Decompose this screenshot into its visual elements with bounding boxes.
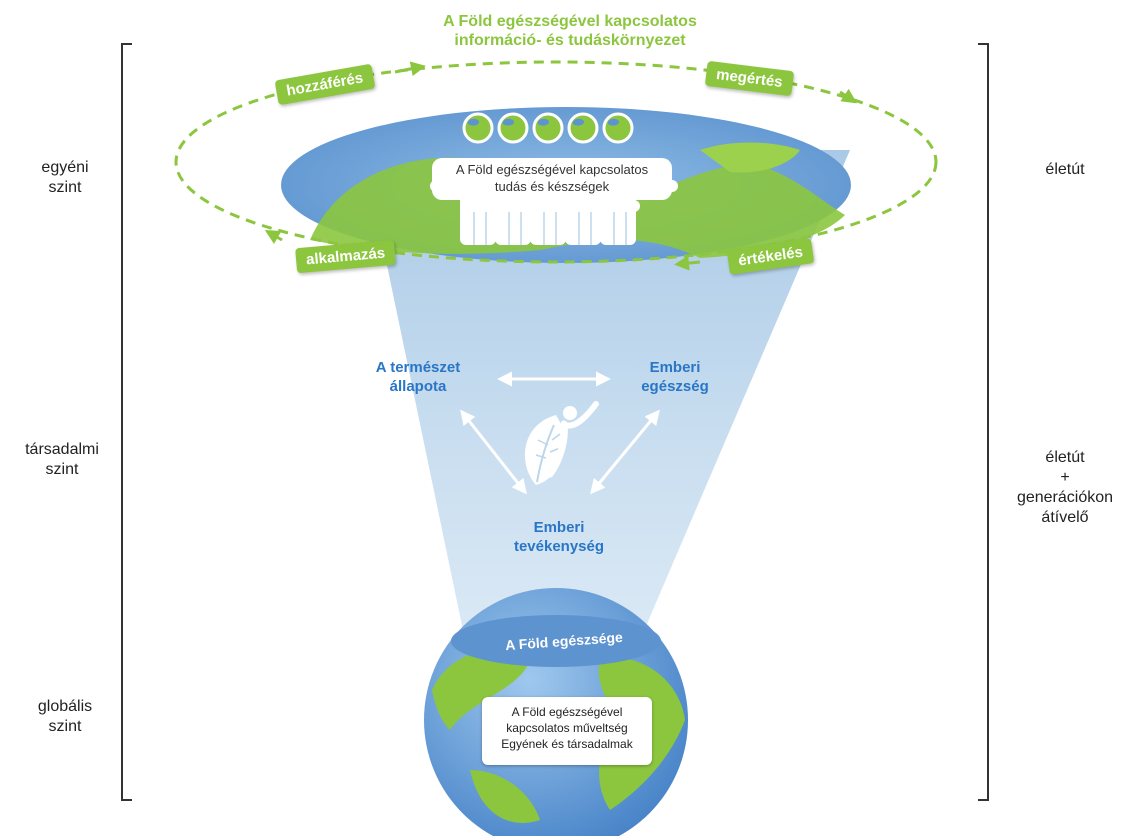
leaf-person-icon (524, 401, 599, 485)
label-human-activity: Emberi tevékenység (494, 518, 624, 556)
earth-cap (451, 615, 661, 667)
cone (363, 150, 850, 640)
earth-land-3 (470, 770, 540, 823)
cycle-arrow-top-right (839, 88, 857, 104)
level-global-line2: szint (48, 718, 82, 735)
label-human-health: Emberi egészség (620, 358, 730, 396)
level-societal-line1: társadalmi (25, 441, 99, 458)
people-globe-heads-icon (430, 112, 678, 245)
level-societal: társadalmi szint (12, 440, 112, 480)
cycle-arrow-bottom-left (264, 229, 283, 245)
right-bracket (978, 43, 989, 801)
label-nature-state-line1: A természet (375, 359, 461, 376)
scope-intergen-line1: életút (1045, 449, 1085, 466)
arrow-nature-activity (460, 409, 527, 495)
left-bracket (121, 43, 132, 801)
level-global: globális szint (20, 697, 110, 737)
earth-literacy-line2: kapcsolatos műveltség (506, 721, 628, 735)
info-environment-title-line1: A Föld egészségével kapcsolatos (443, 13, 697, 30)
knowledge-skills-box: A Föld egészségével kapcsolatos tudás és… (432, 158, 672, 200)
level-societal-line2: szint (45, 461, 79, 478)
label-nature-state-line2: állapota (389, 378, 447, 395)
cycle-ellipse (174, 60, 938, 264)
scope-lifecourse-intergenerational: életút + generációkon átívelő (1004, 448, 1126, 528)
scope-intergen-line2: + (1060, 469, 1070, 486)
label-nature-state: A természet állapota (358, 358, 478, 396)
top-globe-land-2 (700, 142, 800, 173)
knowledge-skills-line2: tudás és készségek (494, 179, 610, 194)
earth-literacy-box: A Föld egészségével kapcsolatos műveltsé… (482, 697, 652, 765)
level-individual: egyéni szint (20, 158, 110, 198)
level-global-line1: globális (37, 698, 93, 715)
label-human-activity-line2: tevékenység (513, 538, 605, 555)
scope-intergen-line3: generációkon (1016, 489, 1114, 506)
earth-land (432, 650, 530, 730)
info-environment-title-line2: információ- és tudáskörnyezet (454, 32, 686, 49)
scope-lifecourse: életút (1045, 161, 1085, 178)
earth-literacy-line1: A Föld egészségével (511, 705, 623, 719)
scope-intergen-line4: átívelő (1041, 509, 1089, 526)
knowledge-skills-line1: A Föld egészségével kapcsolatos (455, 162, 649, 177)
level-individual-line2: szint (48, 179, 82, 196)
info-environment-title: A Föld egészségével kapcsolatos informác… (380, 12, 760, 50)
level-individual-line1: egyéni (41, 159, 89, 176)
arrow-health-activity (590, 409, 660, 495)
label-human-health-line2: egészség (641, 378, 709, 395)
cycle-arrow-top-left (394, 61, 426, 77)
earth-literacy-line3: Egyének és társadalmak (501, 737, 633, 751)
cycle-arrow-bottom-right (674, 255, 701, 271)
label-human-activity-line1: Emberi (533, 519, 585, 536)
label-human-health-line1: Emberi (649, 359, 701, 376)
